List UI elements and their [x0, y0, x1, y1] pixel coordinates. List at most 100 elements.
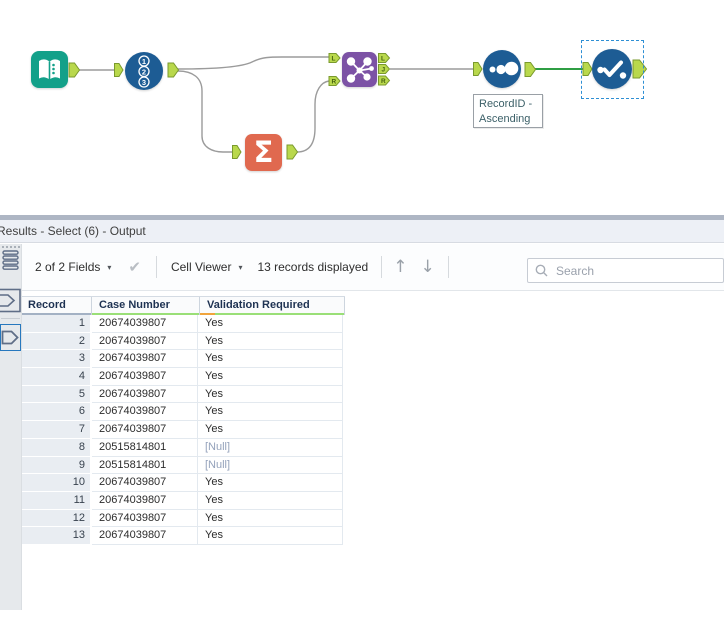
- table-row[interactable]: 1 20674039807 Yes: [22, 315, 345, 333]
- case-number-cell[interactable]: 20515814801: [92, 456, 198, 475]
- output-anchor-button-selected[interactable]: [0, 324, 21, 351]
- fields-dropdown[interactable]: 2 of 2 Fields: [35, 260, 101, 274]
- validation-required-cell[interactable]: Yes: [198, 385, 343, 404]
- case-number-cell[interactable]: 20674039807: [92, 421, 198, 439]
- table-row[interactable]: 9 20515814801 [Null]: [22, 456, 345, 475]
- summarize-input-anchor[interactable]: [232, 145, 242, 159]
- sort-tool[interactable]: [483, 50, 521, 88]
- case-number-cell[interactable]: 20674039807: [92, 403, 198, 422]
- numbered-123-icon: 1 2 3: [138, 55, 150, 88]
- record-cell[interactable]: 12: [22, 509, 92, 528]
- validation-required-cell[interactable]: Yes: [198, 474, 343, 492]
- input-data-tool[interactable]: [31, 51, 68, 88]
- validation-required-cell[interactable]: Yes: [198, 332, 343, 351]
- validation-required-cell[interactable]: Yes: [198, 491, 343, 510]
- join-input-anchor-r[interactable]: R: [328, 76, 341, 86]
- sort-output-anchor[interactable]: [524, 62, 537, 77]
- record-cell[interactable]: 1: [22, 315, 92, 333]
- table-row[interactable]: 3 20674039807 Yes: [22, 350, 345, 369]
- record-cell[interactable]: 10: [22, 474, 92, 492]
- column-header-validation-required[interactable]: Validation Required: [200, 297, 345, 315]
- join-output-anchor-r[interactable]: R: [378, 75, 391, 86]
- case-number-cell[interactable]: 20674039807: [92, 509, 198, 528]
- dots-checkmark-icon: [597, 60, 627, 79]
- table-row[interactable]: 8 20515814801 [Null]: [22, 438, 345, 457]
- case-number-cell[interactable]: 20674039807: [92, 350, 198, 369]
- record-cell[interactable]: 11: [22, 491, 92, 510]
- table-row[interactable]: 2 20674039807 Yes: [22, 332, 345, 351]
- join-output-anchor-l[interactable]: L: [378, 53, 391, 63]
- wire-summarize-to-join-r[interactable]: [296, 80, 330, 153]
- record-cell[interactable]: 9: [22, 456, 92, 475]
- record-cell[interactable]: 5: [22, 385, 92, 404]
- table-row[interactable]: 11 20674039807 Yes: [22, 491, 345, 510]
- input-output-anchor[interactable]: [68, 62, 81, 78]
- table-row[interactable]: 12 20674039807 Yes: [22, 509, 345, 528]
- input-anchor-icon[interactable]: [0, 288, 21, 314]
- summarize-tool[interactable]: Σ: [245, 134, 282, 171]
- cell-viewer-dropdown[interactable]: Cell Viewer: [170, 260, 232, 274]
- case-number-cell[interactable]: 20515814801: [92, 438, 198, 457]
- svg-text:L: L: [381, 56, 385, 63]
- validation-required-cell[interactable]: Yes: [198, 403, 343, 422]
- wire-recordid-to-join-l[interactable]: [177, 56, 329, 70]
- table-row[interactable]: 5 20674039807 Yes: [22, 385, 345, 404]
- validation-required-cell[interactable]: Yes: [198, 527, 343, 545]
- case-number-cell[interactable]: 20674039807: [92, 491, 198, 510]
- wire-recordid-to-summarize[interactable]: [177, 70, 232, 153]
- join-tool[interactable]: [342, 52, 377, 87]
- workflow-canvas[interactable]: L R L J R: [0, 0, 724, 215]
- record-cell[interactable]: 3: [22, 350, 92, 369]
- record-cell[interactable]: 2: [22, 332, 92, 351]
- validation-required-cell[interactable]: [Null]: [198, 456, 343, 475]
- record-id-tool[interactable]: 1 2 3: [125, 52, 163, 90]
- validation-required-cell[interactable]: [Null]: [198, 438, 343, 457]
- record-cell[interactable]: 4: [22, 368, 92, 386]
- validation-required-cell[interactable]: Yes: [198, 509, 343, 528]
- up-arrow-button[interactable]: ↑: [393, 257, 408, 277]
- sort-input-anchor[interactable]: [473, 62, 483, 76]
- record-cell[interactable]: 7: [22, 421, 92, 439]
- table-row[interactable]: 13 20674039807 Yes: [22, 527, 345, 545]
- recordid-input-anchor[interactable]: [114, 63, 124, 77]
- table-row[interactable]: 6 20674039807 Yes: [22, 403, 345, 422]
- table-row[interactable]: 7 20674039807 Yes: [22, 421, 345, 439]
- join-input-anchor-l[interactable]: L: [328, 53, 341, 63]
- summarize-output-anchor[interactable]: [286, 144, 299, 160]
- column-header-record[interactable]: Record: [22, 297, 92, 315]
- open-book-icon: [39, 59, 60, 80]
- case-number-cell[interactable]: 20674039807: [92, 474, 198, 492]
- column-header-case-number[interactable]: Case Number: [92, 297, 200, 315]
- panel-divider[interactable]: [0, 215, 724, 220]
- validation-required-cell[interactable]: Yes: [198, 315, 343, 333]
- search-input[interactable]: [554, 262, 723, 279]
- chevron-down-icon[interactable]: ▾: [238, 262, 243, 272]
- case-number-cell[interactable]: 20674039807: [92, 385, 198, 404]
- svg-text:3: 3: [142, 78, 146, 87]
- search-box[interactable]: [527, 258, 724, 283]
- record-cell[interactable]: 8: [22, 438, 92, 457]
- case-number-cell[interactable]: 20674039807: [92, 332, 198, 351]
- validation-required-cell[interactable]: Yes: [198, 421, 343, 439]
- table-row[interactable]: 4 20674039807 Yes: [22, 368, 345, 386]
- select-input-anchor[interactable]: [582, 62, 593, 76]
- recordid-output-anchor[interactable]: [167, 62, 180, 78]
- apply-check-icon[interactable]: ✔: [128, 258, 141, 276]
- validation-required-cell[interactable]: Yes: [198, 368, 343, 386]
- table-row[interactable]: 10 20674039807 Yes: [22, 474, 345, 492]
- down-arrow-button[interactable]: ↓: [420, 257, 435, 277]
- record-cell[interactable]: 13: [22, 527, 92, 545]
- case-number-cell[interactable]: 20674039807: [92, 527, 198, 545]
- sort-annotation[interactable]: RecordID - Ascending: [473, 94, 543, 128]
- svg-text:1: 1: [142, 57, 146, 66]
- record-cell[interactable]: 6: [22, 403, 92, 422]
- case-number-cell[interactable]: 20674039807: [92, 368, 198, 386]
- data-grid-icon[interactable]: [2, 250, 21, 272]
- toolbar-separator: [447, 256, 449, 278]
- select-tool[interactable]: [592, 49, 632, 89]
- validation-required-cell[interactable]: Yes: [198, 350, 343, 369]
- svg-text:R: R: [332, 79, 337, 86]
- case-number-cell[interactable]: 20674039807: [92, 315, 198, 333]
- join-output-anchor-j[interactable]: J: [378, 64, 391, 74]
- chevron-down-icon[interactable]: ▾: [107, 262, 112, 272]
